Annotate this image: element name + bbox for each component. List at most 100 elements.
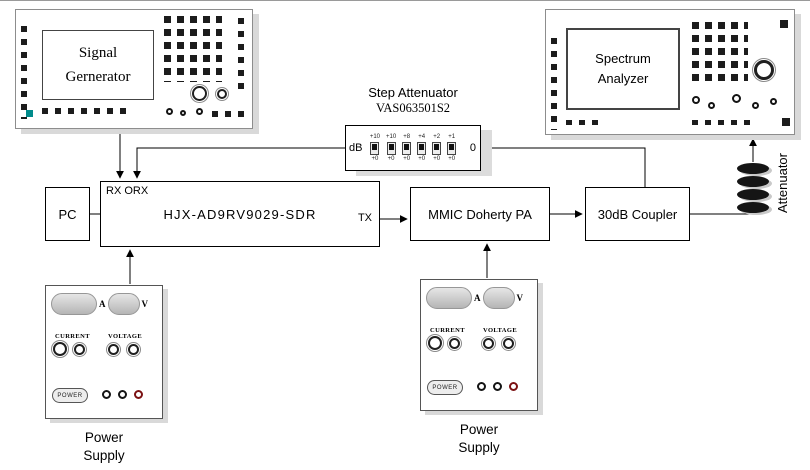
connector-icon — [692, 96, 700, 104]
attenuation-switch: +2 +0 — [432, 133, 442, 162]
db-label: dB — [349, 142, 363, 154]
meter-display: A V — [426, 287, 523, 309]
meter-display: A V — [51, 293, 148, 315]
button-icon — [780, 20, 788, 28]
connector-icon — [770, 98, 777, 105]
switch-bottom-label: +0 — [387, 155, 395, 162]
rx-orx-label: RX ORX — [106, 185, 149, 197]
button-column-icon — [551, 38, 557, 130]
attenuation-switch: +1 +0 — [447, 133, 457, 162]
spectrum-analyzer-label-line1: Spectrum — [595, 50, 651, 66]
sdr-box: RX ORX HJX-AD9RV9029-SDR TX — [100, 181, 380, 247]
attenuator-disk-icon — [737, 189, 769, 200]
power-supply-center-caption: Power Supply — [420, 421, 538, 457]
step-attenuator-title: Step Attenuator VAS063501S2 — [345, 85, 481, 117]
main-knob-icon — [754, 60, 774, 80]
current-fine-knob-icon — [449, 338, 460, 349]
attenuation-switch: +8 +0 — [402, 133, 412, 162]
connector-icon — [708, 102, 715, 109]
switch-toggle-icon — [447, 141, 457, 155]
caption-line2: Supply — [458, 440, 500, 456]
signal-generator: Signal Gernerator — [15, 9, 253, 129]
switch-toggle-icon — [432, 141, 442, 155]
terminal-red-icon — [509, 382, 518, 391]
pa-box: MMIC Doherty PA — [410, 187, 550, 241]
terminal-icon — [477, 382, 486, 391]
voltage-fine-knob-icon — [128, 344, 139, 355]
voltmeter-label: V — [141, 299, 149, 309]
connector-icon — [166, 108, 173, 115]
button-icon — [782, 118, 790, 126]
ammeter-label: A — [99, 299, 106, 309]
switch-toggle-icon — [370, 141, 380, 155]
button-row-icon — [42, 108, 132, 114]
pa-label: MMIC Doherty PA — [428, 206, 532, 222]
ammeter-label: A — [474, 293, 481, 303]
voltmeter-icon — [107, 293, 140, 315]
small-knob-icon — [217, 89, 227, 99]
terminal-icon — [493, 382, 502, 391]
signal-generator-screen: Signal Gernerator — [42, 30, 154, 100]
voltage-coarse-knob-icon — [483, 338, 494, 349]
power-supply-left: A V CURRENT VOLTAGE POWER — [45, 285, 163, 419]
switch-top-label: +10 — [386, 133, 397, 140]
pc-box: PC — [45, 187, 90, 241]
ammeter-icon — [51, 293, 97, 315]
spectrum-analyzer: Spectrum Analyzer — [545, 9, 795, 135]
switch-top-label: +1 — [448, 133, 456, 140]
rotary-knob-icon — [192, 86, 207, 101]
attenuation-switch: +10 +0 — [370, 134, 380, 162]
signal-generator-label-line2: Gernerator — [65, 69, 131, 85]
connector-icon — [180, 110, 186, 116]
coupler-box: 30dB Coupler — [585, 187, 690, 241]
power-button: POWER — [52, 388, 88, 403]
switch-toggle-icon — [402, 141, 412, 155]
current-label: CURRENT — [55, 333, 90, 340]
current-coarse-knob-icon — [53, 342, 67, 356]
switch-bottom-label: +0 — [418, 155, 426, 162]
voltage-coarse-knob-icon — [108, 344, 119, 355]
attenuator-disk-icon — [737, 163, 769, 174]
step-attenuator: dB +10 +0 +10 +0 +8 +0 +4 +0 — [345, 125, 481, 171]
voltage-label: VOLTAGE — [483, 327, 518, 334]
wire-coupler-to-stepatt — [483, 144, 646, 187]
step-attenuator-model: VAS063501S2 — [375, 101, 451, 116]
power-button-label: POWER — [432, 384, 458, 391]
attenuator-disk-icon — [737, 202, 769, 213]
button-row-icon — [566, 120, 602, 125]
ammeter-icon — [426, 287, 472, 309]
attenuation-switch: +10 +0 — [386, 134, 396, 162]
zero-label: 0 — [469, 142, 476, 154]
voltmeter-label: V — [516, 293, 524, 303]
switch-top-label: +8 — [403, 133, 411, 140]
switch-top-label: +2 — [433, 133, 441, 140]
power-led-icon — [26, 110, 33, 117]
current-fine-knob-icon — [74, 344, 85, 355]
terminal-icon — [118, 390, 127, 399]
voltmeter-icon — [482, 287, 515, 309]
switch-toggle-icon — [417, 141, 427, 155]
wire-stepatt-to-sdr — [133, 147, 345, 179]
current-label: CURRENT — [430, 327, 465, 334]
connector-icon — [752, 102, 759, 109]
keypad-icon — [164, 16, 222, 82]
button-row-icon — [692, 120, 756, 125]
attenuator-icon — [737, 163, 769, 215]
power-supply-center: A V CURRENT VOLTAGE POWER — [420, 279, 538, 411]
caption-line1: Power — [459, 422, 499, 437]
terminal-red-icon — [134, 390, 143, 399]
current-coarse-knob-icon — [428, 336, 442, 350]
sdr-label: HJX-AD9RV9029-SDR — [163, 206, 317, 222]
signal-generator-label-line1: Signal — [78, 45, 118, 61]
spectrum-analyzer-screen: Spectrum Analyzer — [566, 28, 680, 110]
voltage-label: VOLTAGE — [108, 333, 143, 340]
terminal-icon — [102, 390, 111, 399]
attenuator-disk-icon — [737, 176, 769, 187]
attenuator-label: Attenuator — [775, 153, 790, 213]
connector-icon — [196, 108, 203, 115]
button-row-icon — [212, 111, 246, 117]
caption-line2: Supply — [83, 448, 125, 464]
side-button-column-icon — [238, 18, 244, 90]
